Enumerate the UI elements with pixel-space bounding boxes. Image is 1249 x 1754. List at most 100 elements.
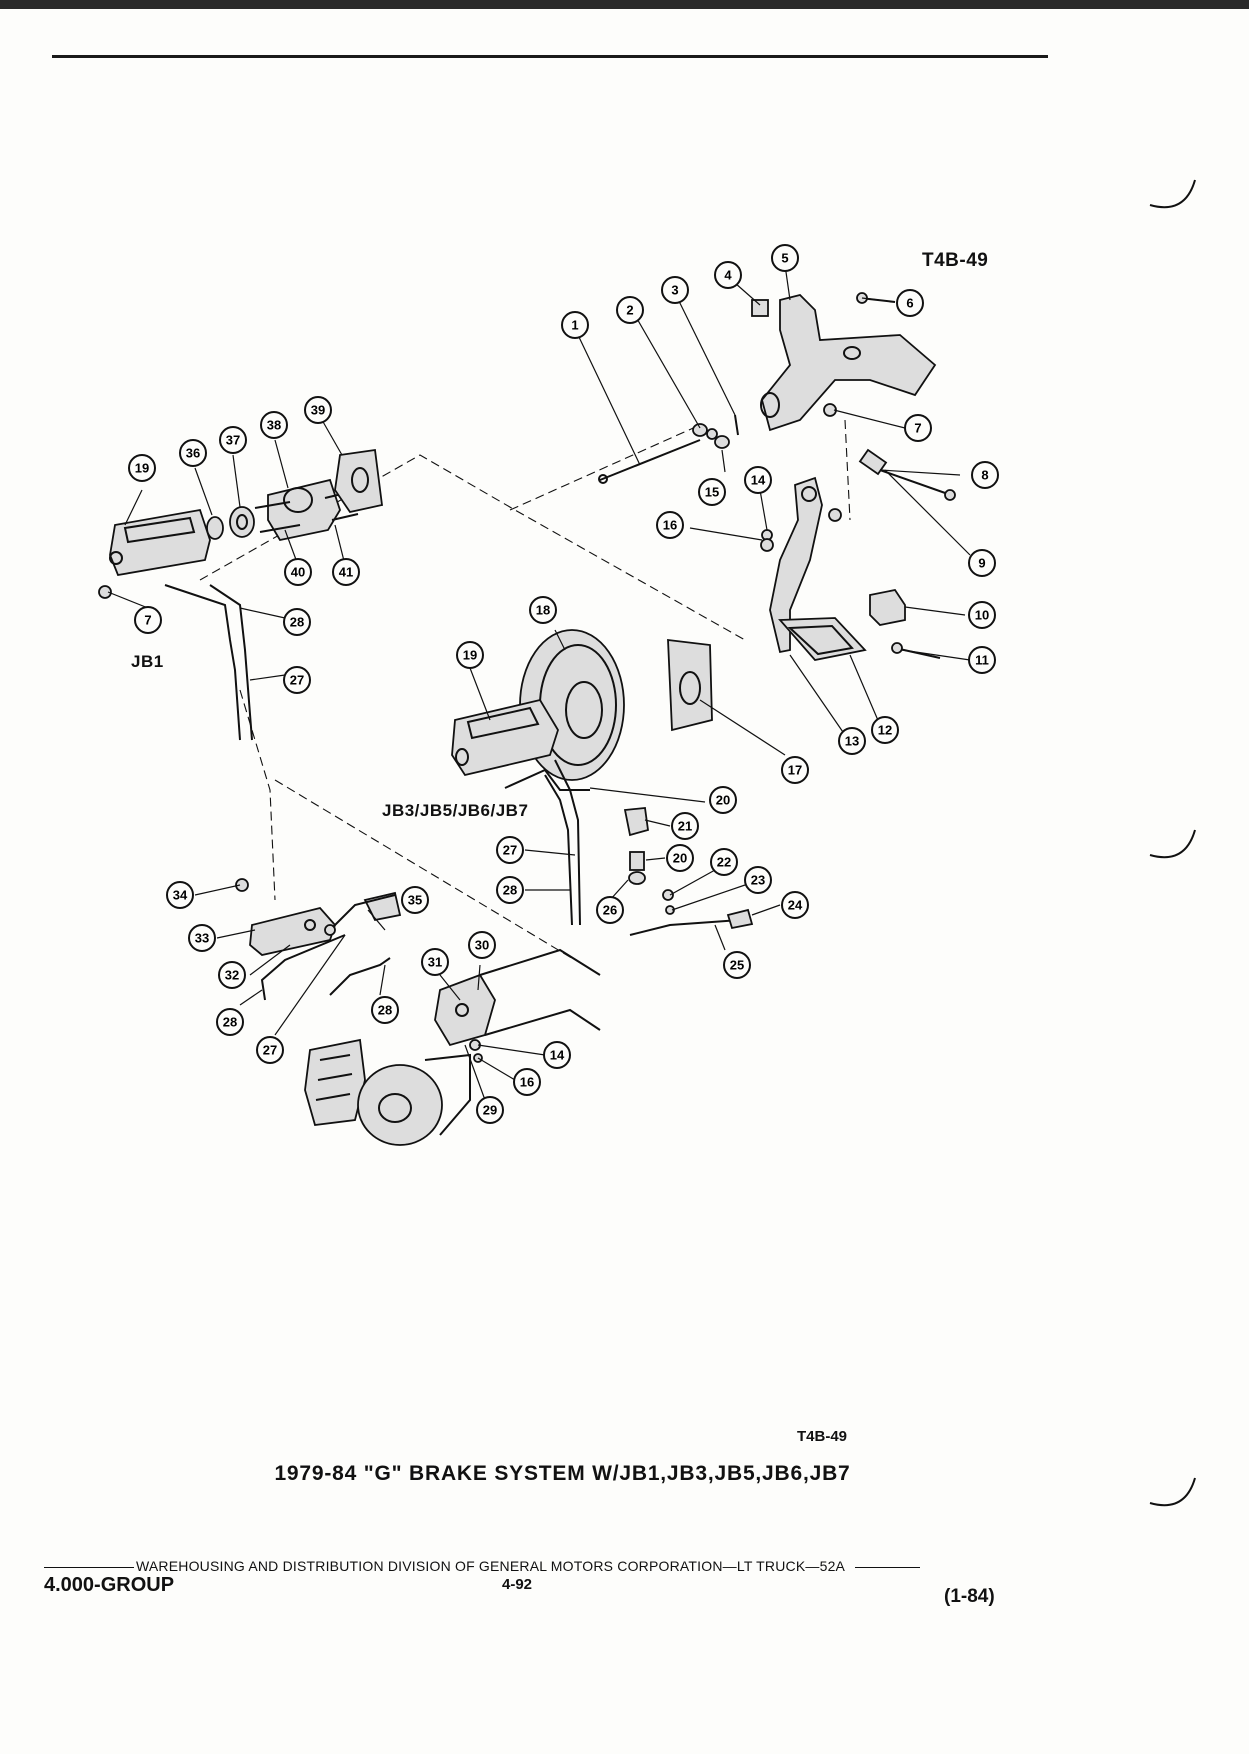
callout-19-jb1: 19 (128, 454, 156, 482)
brake-caliper (304, 1038, 366, 1126)
svg-text:27: 27 (263, 1043, 277, 1058)
svg-text:17: 17 (788, 763, 802, 778)
assembly-line (509, 424, 701, 511)
figure-caption-text: 1979-84 "G" BRAKE SYSTEM W/JB1,JB3,JB5,J… (274, 1462, 851, 1485)
callout-23: 23 (744, 866, 772, 894)
combination-valve (249, 906, 337, 956)
svg-text:4: 4 (724, 268, 732, 283)
callout-32: 32 (218, 961, 246, 989)
scan-top-border (0, 0, 1249, 9)
callout-27-jb3: 27 (496, 836, 524, 864)
variant-label-jb3-jb7: JB3/JB5/JB6/JB7 (382, 801, 529, 820)
callout-30: 30 (468, 931, 496, 959)
svg-text:34: 34 (173, 888, 188, 903)
svg-text:21: 21 (678, 819, 692, 834)
svg-text:27: 27 (290, 673, 304, 688)
leader-lines (107, 264, 971, 1101)
svg-text:8: 8 (981, 468, 988, 483)
brake-line-front (329, 894, 396, 931)
brake-line-jb1 (209, 584, 253, 741)
callout-28-front-mid: 28 (371, 996, 399, 1024)
svg-text:40: 40 (291, 565, 305, 580)
svg-text:10: 10 (975, 608, 989, 623)
svg-text:38: 38 (267, 418, 281, 433)
footer-division: WAREHOUSING AND DISTRIBUTION DIVISION OF… (44, 1558, 921, 1574)
callout-10: 10 (968, 601, 996, 629)
line-bracket (363, 891, 402, 922)
svg-text:3: 3 (671, 283, 678, 298)
svg-text:39: 39 (311, 403, 325, 418)
svg-text:19: 19 (463, 648, 477, 663)
footer-division-text: WAREHOUSING AND DISTRIBUTION DIVISION OF… (136, 1558, 846, 1574)
callout-20-upper: 20 (709, 786, 737, 814)
svg-text:24: 24 (788, 898, 803, 913)
svg-text:26: 26 (603, 903, 617, 918)
binding-mark (1149, 179, 1196, 209)
callout-7-left: 7 (134, 606, 162, 634)
svg-text:11: 11 (975, 653, 989, 668)
brake-line-front (260, 934, 346, 1001)
master-cylinder-jb1 (109, 508, 211, 577)
svg-text:13: 13 (845, 734, 859, 749)
binding-mark (1149, 829, 1196, 859)
brake-pushrod (599, 439, 701, 481)
pedal-bracket (761, 294, 937, 432)
header-rule (52, 55, 1048, 58)
svg-text:6: 6 (906, 296, 913, 311)
svg-text:15: 15 (705, 485, 719, 500)
svg-text:12: 12 (878, 723, 892, 738)
callout-37: 37 (219, 426, 247, 454)
footer-group: 4.000-GROUP (44, 1574, 175, 1596)
svg-text:28: 28 (290, 615, 304, 630)
callout-15: 15 (698, 478, 726, 506)
svg-text:27: 27 (503, 843, 517, 858)
callout-41: 41 (332, 558, 360, 586)
callout-16: 16 (656, 511, 684, 539)
callout-11: 11 (968, 646, 996, 674)
callout-14-front: 14 (543, 1041, 571, 1069)
callout-24: 24 (781, 891, 809, 919)
svg-text:1: 1 (571, 318, 578, 333)
brake-line-jb1 (164, 584, 241, 741)
brake-line-jb3 (554, 759, 581, 926)
svg-text:28: 28 (223, 1015, 237, 1030)
callout-27-jb1: 27 (283, 666, 311, 694)
callout-28-jb3: 28 (496, 876, 524, 904)
callout-27-front: 27 (256, 1036, 284, 1064)
callout-1: 1 (561, 311, 589, 339)
callout-20-lower: 20 (666, 844, 694, 872)
svg-text:14: 14 (751, 473, 766, 488)
svg-text:16: 16 (520, 1075, 534, 1090)
callout-13: 13 (838, 727, 866, 755)
callout-28-jb1: 28 (283, 608, 311, 636)
binding-mark (1149, 1477, 1196, 1507)
svg-text:14: 14 (550, 1048, 565, 1063)
svg-text:36: 36 (186, 446, 200, 461)
svg-text:25: 25 (730, 958, 744, 973)
svg-text:37: 37 (226, 433, 240, 448)
callout-18: 18 (529, 596, 557, 624)
brake-line-jb3 (504, 768, 590, 791)
callout-39: 39 (304, 396, 332, 424)
svg-text:20: 20 (716, 793, 730, 808)
callout-16-front: 16 (513, 1068, 541, 1096)
stoplamp-switch-bracket (869, 588, 906, 626)
svg-text:41: 41 (339, 565, 353, 580)
svg-text:29: 29 (483, 1103, 497, 1118)
svg-text:9: 9 (978, 556, 985, 571)
page-number: 4-92 (502, 1576, 533, 1593)
brake-line-rear (629, 919, 741, 936)
svg-text:35: 35 (408, 893, 422, 908)
booster-gasket (667, 638, 713, 732)
callout-5: 5 (771, 244, 799, 272)
svg-text:2: 2 (626, 303, 633, 318)
callout-31: 31 (421, 948, 449, 976)
figure-code-bottom: T4B-49 (797, 1428, 848, 1445)
assembly-line (199, 454, 746, 641)
footer-date: (1-84) (944, 1586, 995, 1607)
callout-35: 35 (401, 886, 429, 914)
callout-26: 26 (596, 896, 624, 924)
svg-text:30: 30 (475, 938, 489, 953)
assembly-line (844, 419, 851, 521)
svg-text:16: 16 (663, 518, 677, 533)
